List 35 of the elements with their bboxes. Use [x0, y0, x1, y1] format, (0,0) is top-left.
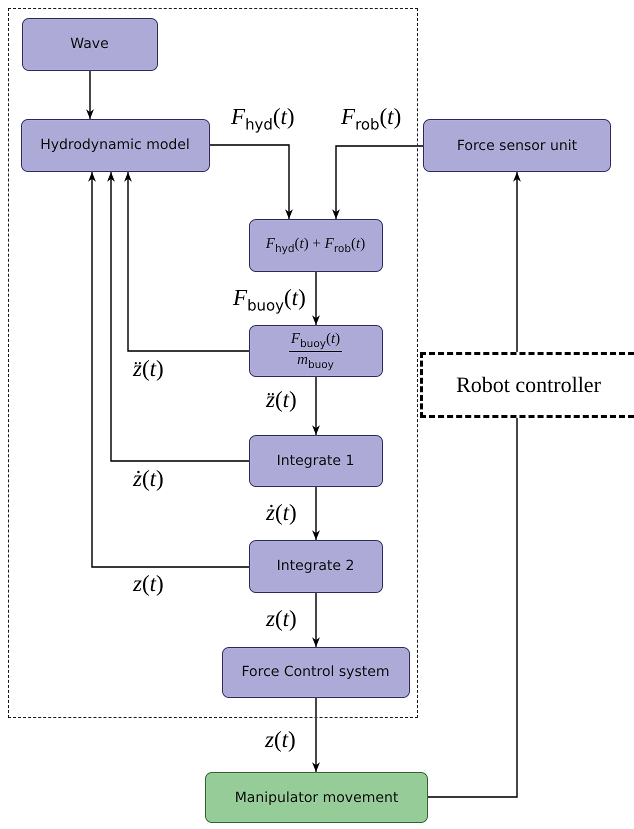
process-box	[22, 18, 158, 70]
arrow	[312, 377, 320, 435]
node-text: F$_{hyd}$(t) + F$_{rob}$(t)	[266, 236, 366, 254]
process-box	[248, 540, 382, 592]
node-text: Integrate 1	[276, 452, 354, 468]
node-text: Manipulator movement	[234, 790, 398, 806]
process-box	[423, 119, 611, 172]
arrow	[88, 172, 249, 568]
arrow	[513, 172, 521, 352]
arrow	[312, 698, 320, 772]
fraction-denominator: m$_{buoy}$	[297, 352, 334, 370]
node-text: Force sensor unit	[456, 138, 578, 154]
process-box	[222, 646, 410, 698]
arrow	[312, 272, 320, 325]
arrow	[332, 145, 423, 219]
arrow	[124, 172, 249, 352]
node-text: Wave	[70, 36, 109, 52]
process-box	[248, 434, 382, 486]
connector-line	[428, 418, 518, 798]
arrow	[312, 487, 320, 540]
node-text: Integrate 2	[276, 558, 354, 574]
fraction-numerator: F$_{buoy}$(t)	[288, 330, 342, 352]
node-text: Robot controller	[456, 372, 601, 398]
node-text: Force Control system	[242, 664, 390, 680]
dashed-boundary	[8, 8, 418, 718]
process-box	[248, 324, 382, 376]
arrow	[312, 593, 320, 647]
arrow	[210, 144, 293, 219]
process-box	[205, 772, 428, 823]
process-box	[20, 118, 210, 172]
process-box	[248, 218, 382, 272]
arrow	[107, 172, 249, 462]
node-text: Hydrodynamic model	[40, 137, 190, 153]
arrow	[86, 71, 94, 119]
dashed-box	[420, 352, 634, 418]
